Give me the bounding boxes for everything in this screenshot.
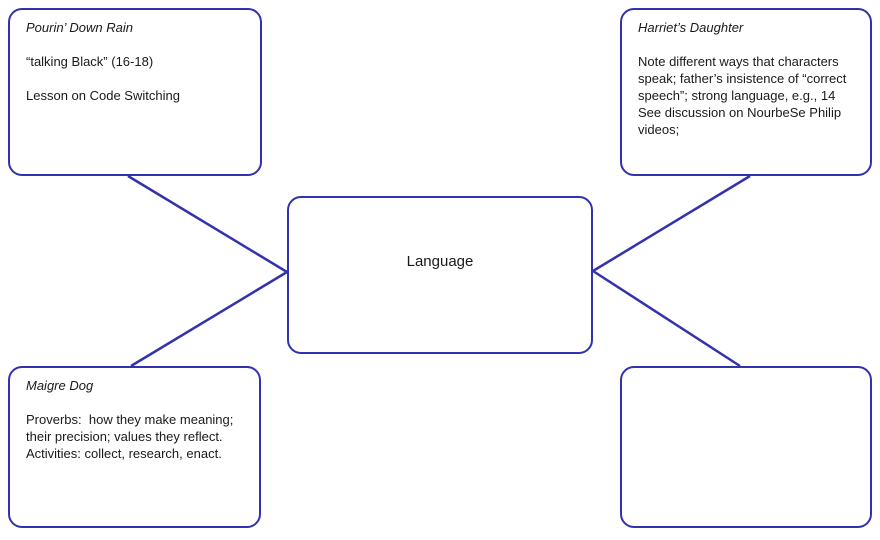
- node-title: Pourin’ Down Rain: [26, 20, 133, 35]
- node-language: Language: [287, 196, 593, 354]
- node-body: “talking Black” (16-18) Lesson on Code S…: [26, 54, 180, 103]
- node-empty: [620, 366, 872, 528]
- connector-bottom-right-to-center: [592, 269, 741, 368]
- node-body: Note different ways that characters spea…: [638, 54, 847, 137]
- node-body: Proverbs: how they make meaning; their p…: [26, 412, 234, 461]
- node-pourin-down-rain: Pourin’ Down Rain “talking Black” (16-18…: [8, 8, 262, 176]
- connector-top-right-to-center: [592, 174, 751, 273]
- node-harriets-daughter: Harriet’s Daughter Note different ways t…: [620, 8, 872, 176]
- node-title: Harriet’s Daughter: [638, 20, 744, 35]
- node-maigre-dog: Maigre Dog Proverbs: how they make meani…: [8, 366, 261, 528]
- connector-bottom-left-to-center: [130, 270, 288, 368]
- node-title: Maigre Dog: [26, 378, 94, 393]
- center-node-label: Language: [406, 252, 474, 270]
- connector-top-left-to-center: [127, 174, 288, 274]
